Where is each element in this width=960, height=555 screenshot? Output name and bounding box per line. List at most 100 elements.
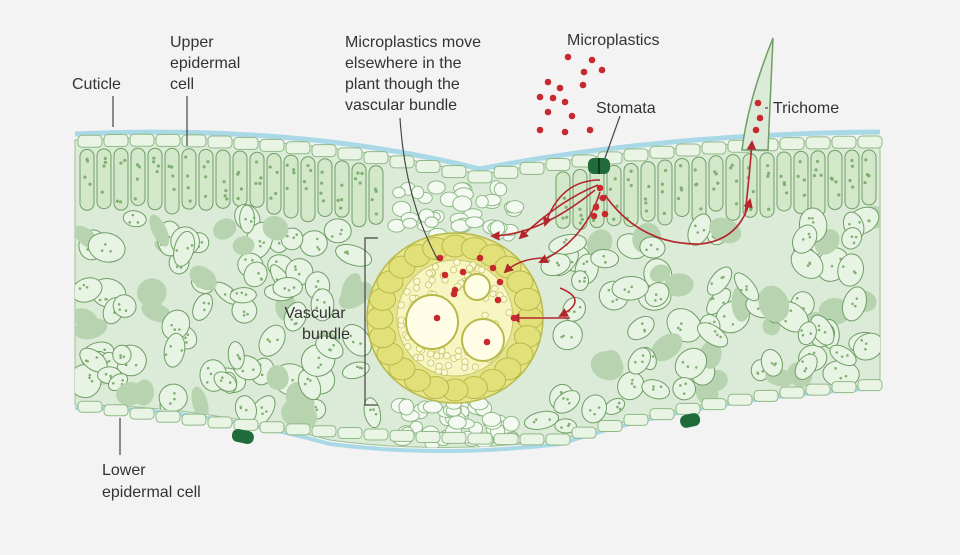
chloroplast — [219, 379, 223, 383]
chloroplast — [848, 178, 852, 183]
chloroplast — [817, 328, 821, 332]
microplastic-particle — [580, 68, 588, 76]
chloroplast — [252, 216, 256, 220]
chloroplast — [222, 180, 226, 184]
chloroplast — [532, 420, 536, 424]
chloroplast — [858, 220, 861, 224]
chloroplast — [118, 200, 123, 204]
chloroplast — [167, 164, 171, 168]
chloroplast — [85, 285, 89, 289]
lower-epidermis — [77, 379, 883, 446]
chloroplast — [745, 288, 748, 291]
chloroplast — [681, 361, 685, 364]
chloroplast — [297, 272, 301, 276]
chloroplast — [316, 245, 319, 249]
chloroplast — [169, 344, 173, 348]
epidermal-cell — [467, 170, 493, 184]
chloroplast — [615, 298, 619, 301]
vascular-inner-cell — [454, 352, 462, 361]
chloroplast — [562, 196, 567, 200]
lower-epidermal-cell — [675, 402, 701, 415]
vascular-inner-cell — [505, 308, 513, 317]
chloroplast — [566, 397, 569, 401]
spongy-cell — [134, 379, 154, 406]
chloroplast — [259, 244, 262, 248]
spongy-cell — [299, 230, 328, 257]
microplastics-move-label: Microplastics move elsewhere in the plan… — [345, 34, 485, 114]
chloroplast — [204, 175, 208, 179]
chloroplast — [851, 302, 854, 306]
chloroplast — [88, 373, 92, 377]
chloroplast — [627, 290, 631, 294]
vascular-inner-cell — [478, 266, 486, 274]
spongy-cell — [315, 335, 344, 360]
chloroplast — [608, 187, 613, 191]
chloroplast — [262, 241, 266, 244]
spongy-cell — [829, 344, 857, 367]
chloroplast — [555, 261, 559, 265]
chloroplast — [100, 190, 104, 194]
epidermal-cell — [649, 145, 675, 159]
chloroplast — [78, 287, 82, 290]
palisade-cell — [147, 147, 163, 211]
chloroplast — [221, 376, 224, 379]
chloroplast — [559, 390, 563, 394]
chloroplast — [133, 197, 137, 201]
vascular-inner-cell — [440, 368, 448, 376]
chloroplast — [314, 405, 317, 409]
chloroplast — [370, 198, 374, 202]
palisade-cell — [640, 161, 656, 222]
lower-epidermal-cell — [311, 425, 337, 438]
vascular-inner-cell — [403, 288, 411, 296]
chloroplast — [864, 158, 868, 162]
chloroplast — [175, 265, 179, 269]
chloroplast — [808, 235, 812, 239]
chloroplast — [767, 207, 771, 211]
chloroplast — [170, 323, 173, 327]
lower-epidermal-cell — [441, 431, 467, 444]
chloroplast — [583, 280, 586, 283]
chloroplast — [107, 359, 111, 363]
chloroplast — [112, 381, 115, 385]
sheath-cell — [422, 400, 443, 414]
palisade-cell — [266, 153, 282, 215]
chloroplast — [374, 412, 378, 416]
chloroplast — [173, 397, 176, 401]
chloroplast — [246, 312, 249, 316]
microplastic-particle — [476, 254, 484, 262]
spongy-cell — [758, 285, 790, 323]
chloroplast — [236, 196, 240, 201]
vascular-inner-cell — [416, 354, 425, 362]
chloroplast — [83, 175, 87, 179]
chloroplast — [568, 422, 571, 426]
chloroplast — [830, 177, 834, 181]
chloroplast — [578, 280, 582, 283]
chloroplast — [314, 285, 318, 288]
palisade-cell — [130, 147, 146, 206]
chloroplast — [713, 320, 716, 324]
chloroplast — [274, 191, 278, 196]
microplastic-particle — [588, 56, 596, 64]
leader-lines — [112, 96, 768, 455]
palisade-cell — [657, 159, 673, 226]
lower-epidermal-cell — [805, 383, 831, 396]
vascular-inner-cell — [427, 359, 435, 367]
chloroplast — [848, 222, 851, 226]
chloroplast — [173, 328, 176, 331]
epidermal-cell — [155, 133, 181, 147]
lower-epidermal-cell — [337, 427, 363, 440]
chloroplast — [244, 258, 247, 261]
vascular-inner-cell — [444, 361, 453, 370]
chloroplast — [611, 300, 614, 303]
microplastic-particle — [599, 194, 607, 202]
chloroplast — [306, 377, 310, 381]
vascular-inner-cell — [471, 363, 480, 371]
microplastic-particle — [561, 128, 569, 136]
chloroplast — [585, 260, 589, 263]
sheath-cell — [493, 182, 508, 197]
palisade-cell — [623, 162, 639, 228]
vascular-inner-cell — [461, 363, 469, 372]
sheath-cell — [392, 186, 406, 199]
chloroplast — [260, 373, 264, 377]
vascular-bundle — [366, 232, 544, 404]
